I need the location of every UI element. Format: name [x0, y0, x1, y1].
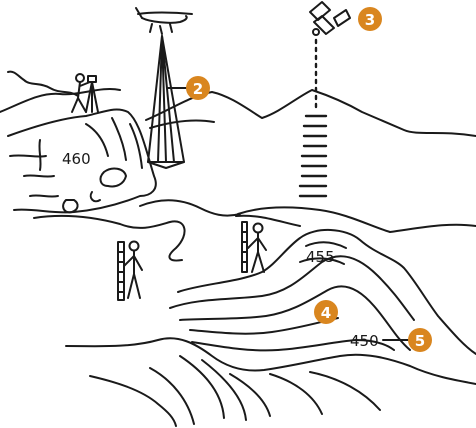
cliff-elevation-label: 460	[62, 150, 91, 168]
callout-number-4: 4	[321, 304, 331, 322]
callout-number-2: 2	[193, 80, 203, 98]
callout-badge-2: 2	[186, 76, 210, 100]
callout-number-3: 3	[365, 11, 375, 29]
callout-badge-5: 5	[408, 328, 432, 352]
callout-number-5: 5	[415, 332, 425, 350]
satellite-icon	[310, 2, 350, 35]
callout-badge-3: 3	[358, 7, 382, 31]
callout-badge-4: 4	[314, 300, 338, 324]
surveyor-left-figure	[118, 242, 142, 301]
rocky-cliff: 460	[8, 109, 156, 212]
mountain-range	[0, 72, 476, 136]
survey-airplane	[136, 8, 192, 34]
surveyor-right-figure	[242, 222, 266, 272]
lower-contour-elevation-label: 450	[350, 332, 379, 350]
satellite-beam	[300, 40, 326, 196]
hill-contour-lines: 455 450	[66, 230, 476, 426]
upper-contour-elevation-label: 455	[306, 248, 335, 266]
